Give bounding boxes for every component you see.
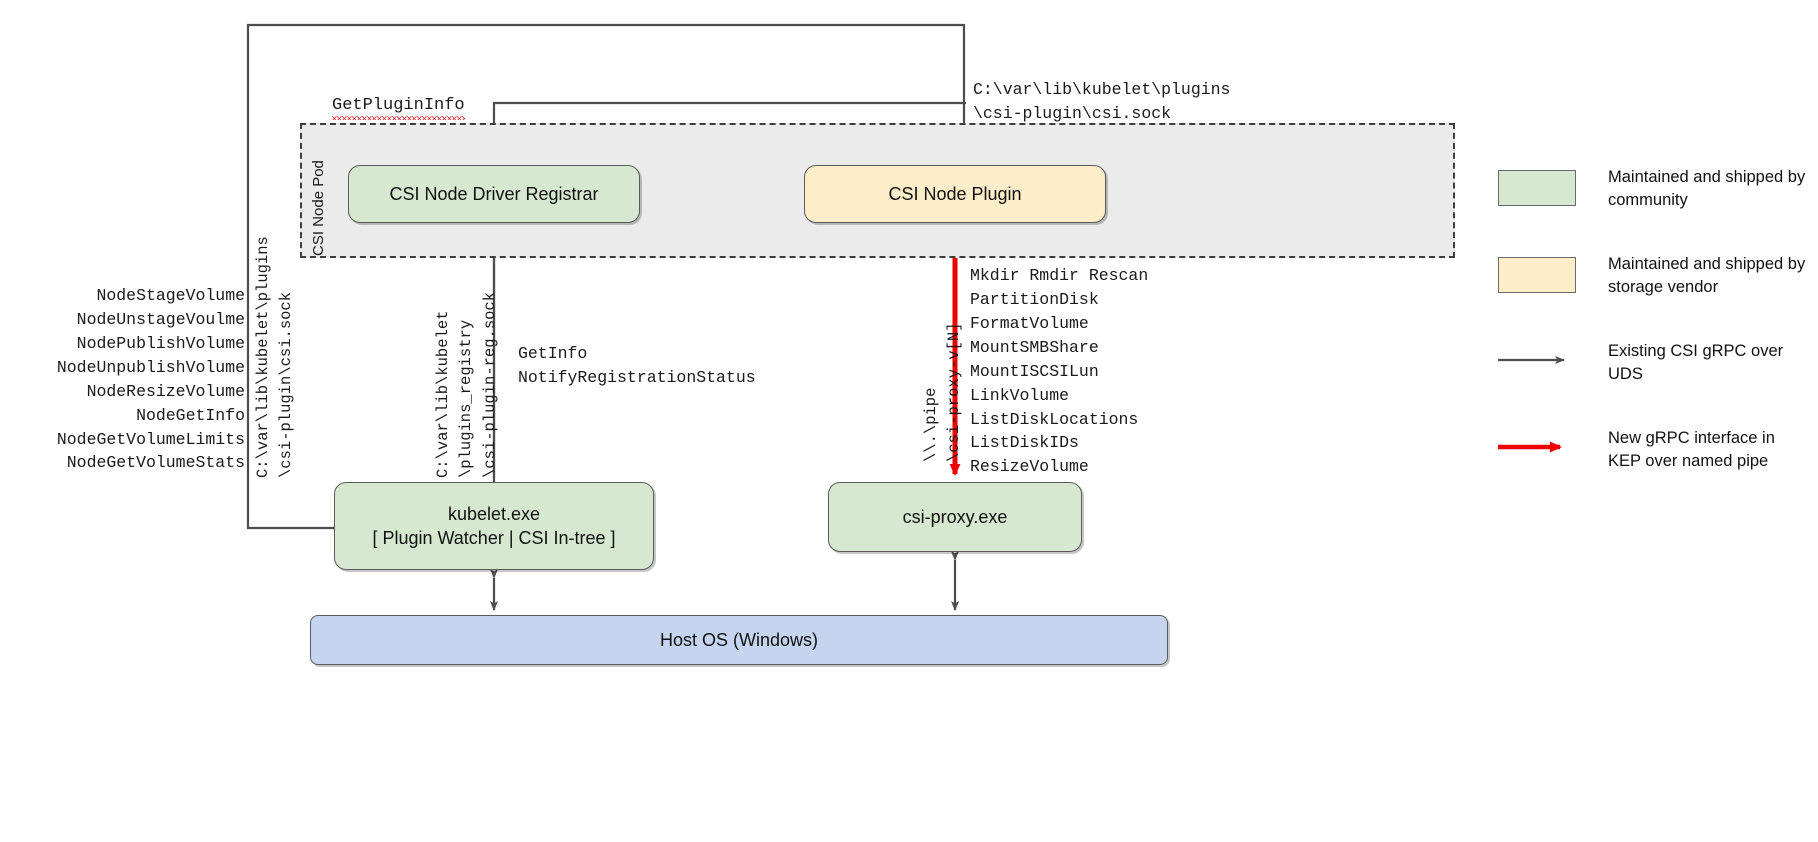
node-csi-proxy-exe-label: csi-proxy.exe (902, 506, 1008, 527)
legend-arrow-grey-icon (1498, 342, 1576, 378)
legend-item-community: Maintained and shipped by community (1498, 166, 1808, 213)
legend-label-vendor: Maintained and shipped by storage vendor (1608, 254, 1806, 297)
label-vertical-named-pipe: \\.\pipe \csi-proxy-v[N] (922, 322, 964, 462)
legend-swatch-green (1498, 170, 1576, 206)
node-host-os[interactable]: Host OS (Windows) (310, 615, 1168, 665)
legend: Maintained and shipped by community Main… (1498, 166, 1808, 513)
node-csi-node-plugin[interactable]: CSI Node Plugin (804, 165, 1106, 223)
label-node-operations: NodeStageVolume NodeUnstageVoulme NodePu… (56, 286, 245, 473)
legend-swatch-yellow (1498, 256, 1576, 293)
label-csi-sock-path: C:\var\lib\kubelet\plugins \csi-plugin\c… (973, 80, 1231, 123)
node-csi-proxy-exe[interactable]: csi-proxy.exe (828, 482, 1082, 552)
label-vertical-csi-sock-path: C:\var\lib\kubelet\plugins \csi-plugin\c… (254, 236, 296, 478)
csi-node-pod-label-text: CSI Node Pod (309, 160, 327, 256)
legend-item-new-grpc: New gRPC interface in KEP over named pip… (1498, 427, 1808, 474)
node-csi-node-driver-registrar[interactable]: CSI Node Driver Registrar (348, 165, 640, 223)
legend-label-community: Maintained and shipped by community (1608, 168, 1806, 210)
legend-arrow-red-icon (1498, 429, 1576, 465)
label-registration-calls: GetInfo NotifyRegistrationStatus (518, 344, 756, 387)
node-csi-node-plugin-label: CSI Node Plugin (888, 183, 1022, 204)
legend-item-vendor: Maintained and shipped by storage vendor (1498, 253, 1808, 300)
label-csi-proxy-operations: Mkdir Rmdir Rescan PartitionDisk FormatV… (970, 266, 1149, 477)
label-get-plugin-info: GetPluginInfo (332, 96, 465, 120)
node-csi-node-driver-registrar-label: CSI Node Driver Registrar (389, 183, 599, 204)
legend-label-existing-grpc: Existing CSI gRPC over UDS (1608, 341, 1784, 384)
node-kubelet-exe-label: kubelet.exe (447, 503, 541, 524)
node-kubelet-exe[interactable]: kubelet.exe [ Plugin Watcher | CSI In-tr… (334, 482, 654, 570)
label-vertical-registry-sock-path: C:\var\lib\kubelet \plugins_registry \cs… (434, 291, 499, 478)
csi-node-pod-label: CSI Node Pod (307, 36, 329, 256)
legend-label-new-grpc: New gRPC interface in KEP over named pip… (1608, 428, 1775, 470)
legend-item-existing-grpc: Existing CSI gRPC over UDS (1498, 340, 1808, 387)
node-host-os-label: Host OS (Windows) (659, 629, 819, 650)
label-get-plugin-info-text: GetPluginInfo (332, 96, 465, 120)
node-kubelet-exe-sublabel: [ Plugin Watcher | CSI In-tree ] (372, 528, 616, 548)
